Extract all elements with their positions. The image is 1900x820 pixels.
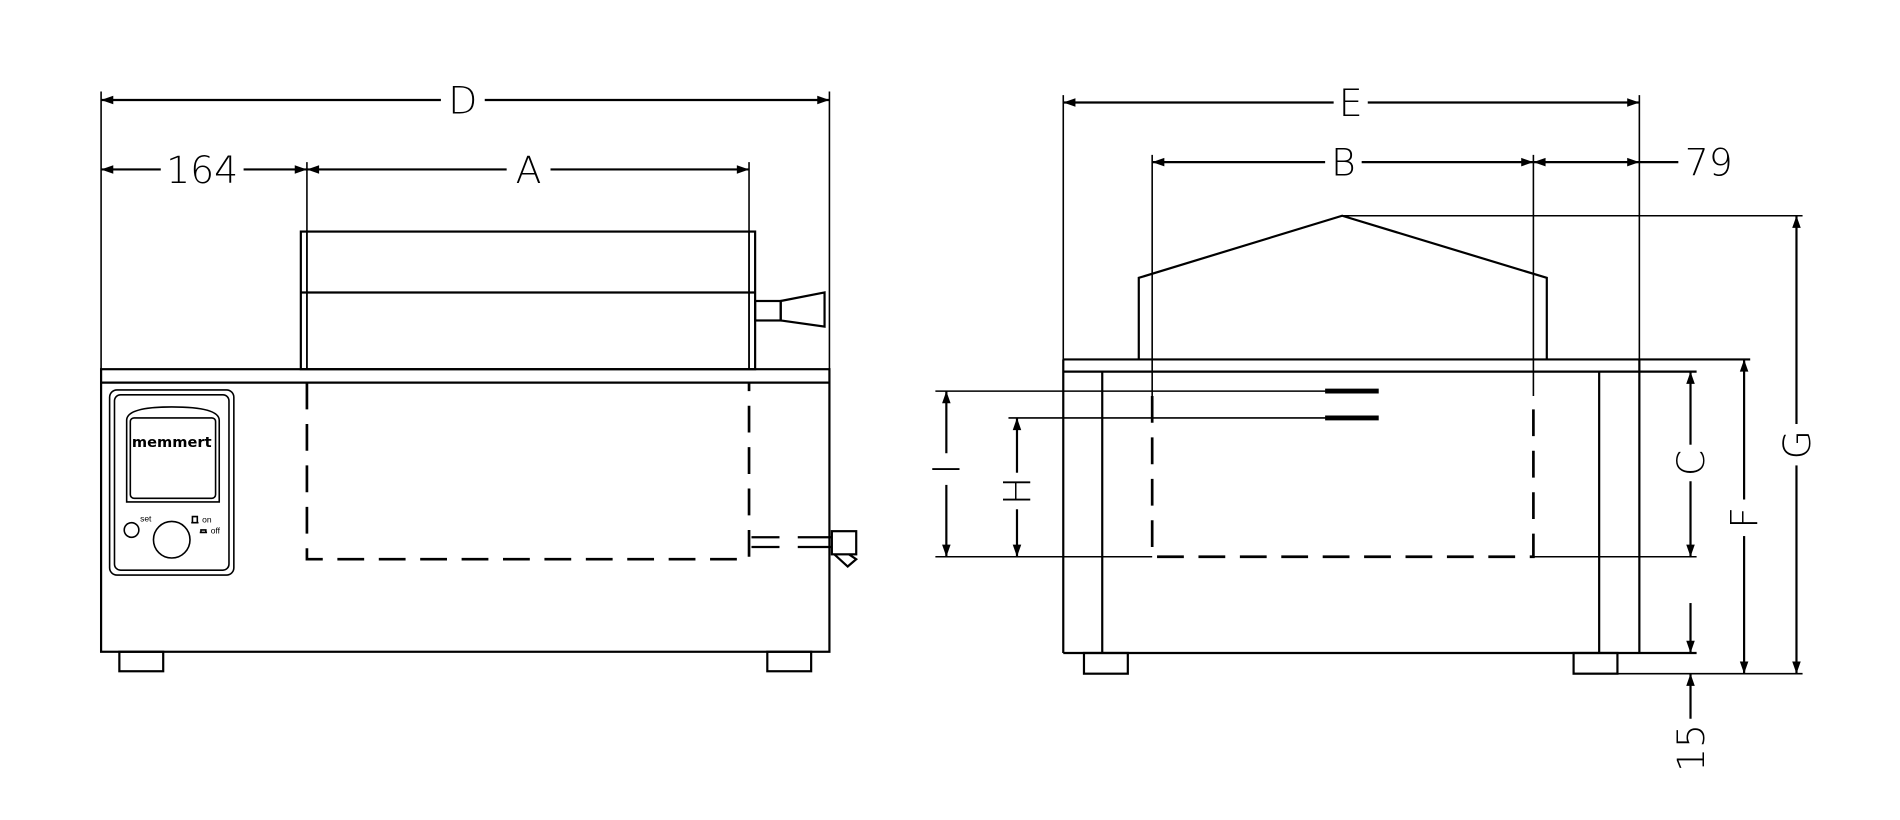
off-label: off xyxy=(211,526,221,536)
side-view: E B 79 xyxy=(925,81,1819,772)
gabled-lid xyxy=(1137,214,1548,360)
dimension-i: I xyxy=(925,391,969,557)
dimension-label-i: I xyxy=(925,464,969,475)
dimension-label-15: 15 xyxy=(1669,724,1713,772)
dimension-label-79: 79 xyxy=(1685,141,1733,185)
dimension-c: C xyxy=(1669,371,1713,557)
front-view: D 164 A xyxy=(99,78,859,673)
housing-side xyxy=(1062,358,1751,655)
dimension-label-d: D xyxy=(448,78,477,122)
on-icon xyxy=(191,515,199,524)
lid xyxy=(299,230,757,371)
tank-outline xyxy=(305,382,751,561)
fill-level-markers xyxy=(935,388,1379,421)
foot-front xyxy=(1082,651,1129,675)
tank-outline-side xyxy=(1150,395,1535,559)
dimension-g: G xyxy=(1775,215,1819,674)
dimension-label-f: F xyxy=(1723,507,1767,529)
dimension-79: 79 xyxy=(1533,141,1733,185)
dimension-b: B xyxy=(1152,141,1534,185)
on-label: on xyxy=(202,515,212,525)
drain-valve xyxy=(751,530,859,568)
dimension-label-b: B xyxy=(1331,141,1356,185)
set-button[interactable] xyxy=(123,521,140,539)
power-knob[interactable] xyxy=(152,520,191,559)
foot-left xyxy=(118,650,165,673)
dimension-label-a: A xyxy=(516,148,542,192)
foot-rear xyxy=(1572,651,1619,675)
dimension-h: H xyxy=(995,417,1039,557)
dimension-label-164: 164 xyxy=(166,148,238,192)
dimension-label-g: G xyxy=(1775,430,1819,459)
set-label: set xyxy=(140,513,152,523)
control-panel: memmert set on off xyxy=(108,389,235,576)
dimension-f: F xyxy=(1723,359,1767,674)
dimension-a: A xyxy=(306,148,750,192)
foot-right xyxy=(766,650,813,673)
dimension-15: 15 xyxy=(1669,603,1713,772)
housing xyxy=(99,368,831,653)
dimension-164: 164 xyxy=(101,148,307,192)
dimension-label-e: E xyxy=(1339,81,1363,125)
lid-handle xyxy=(754,291,826,328)
dimension-label-c: C xyxy=(1669,450,1713,476)
dimension-e: E xyxy=(1063,81,1640,125)
memmert-logo: memmert xyxy=(132,434,212,451)
dimension-d: D xyxy=(101,78,830,122)
dimension-label-h: H xyxy=(995,477,1039,505)
off-icon xyxy=(199,529,208,534)
